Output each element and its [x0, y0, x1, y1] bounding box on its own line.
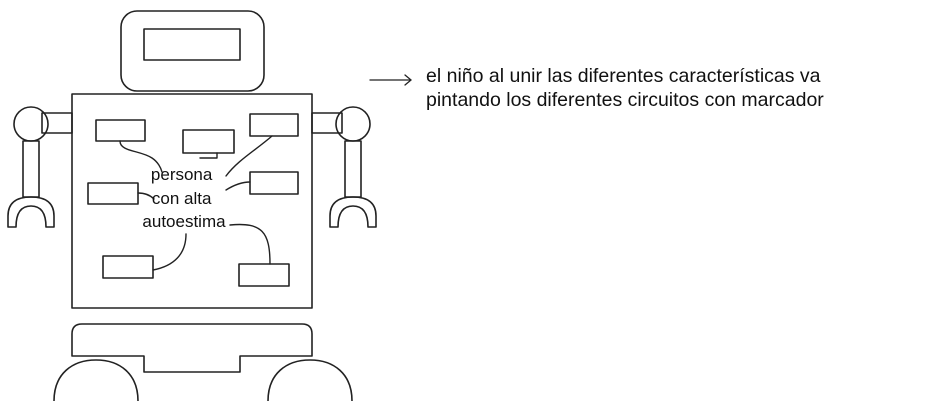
right-shoulder-joint	[335, 106, 371, 142]
left-forearm	[22, 140, 40, 198]
circuit-wire	[152, 233, 187, 271]
head-screen	[143, 28, 241, 61]
robot-base	[53, 323, 353, 401]
right-claw	[329, 196, 377, 228]
center-label-line: con alta	[152, 189, 212, 208]
circuit-wire	[229, 223, 271, 265]
circuit-box	[87, 182, 139, 205]
left-shoulder-joint	[13, 106, 49, 142]
right-shoulder-connector	[311, 112, 343, 134]
left-shoulder-connector	[41, 112, 73, 134]
circuit-box	[102, 255, 154, 279]
circuit-box	[238, 263, 290, 287]
right-forearm	[344, 140, 362, 198]
circuit-wire	[199, 152, 218, 159]
head-outline	[120, 10, 265, 92]
circuit-wires	[119, 135, 273, 271]
circuit-box	[95, 119, 146, 142]
circuit-wire	[137, 192, 155, 200]
arrow-icon	[369, 74, 412, 86]
circuit-wire	[225, 135, 273, 177]
circuit-wire	[119, 140, 163, 173]
note-line: pintando los diferentes circuitos con ma…	[426, 89, 824, 111]
center-label-line: persona	[151, 165, 213, 184]
center-label-line: autoestima	[142, 212, 226, 231]
robot-body	[71, 93, 313, 309]
left-claw	[7, 196, 55, 228]
explanation-note: el niño al unir las diferentes caracterí…	[426, 64, 926, 112]
center-label: persona con alta autoestima	[142, 165, 226, 231]
note-line: el niño al unir las diferentes caracterí…	[426, 65, 821, 87]
circuit-wire	[225, 181, 251, 191]
circuit-box	[249, 171, 299, 195]
circuit-box	[249, 113, 299, 137]
robot-head	[120, 10, 265, 92]
wheel-left	[53, 359, 139, 401]
base-platform	[71, 323, 313, 373]
circuit-box	[182, 129, 235, 154]
right-arm	[311, 106, 377, 228]
left-arm	[7, 106, 73, 228]
wheel-right	[267, 359, 353, 401]
